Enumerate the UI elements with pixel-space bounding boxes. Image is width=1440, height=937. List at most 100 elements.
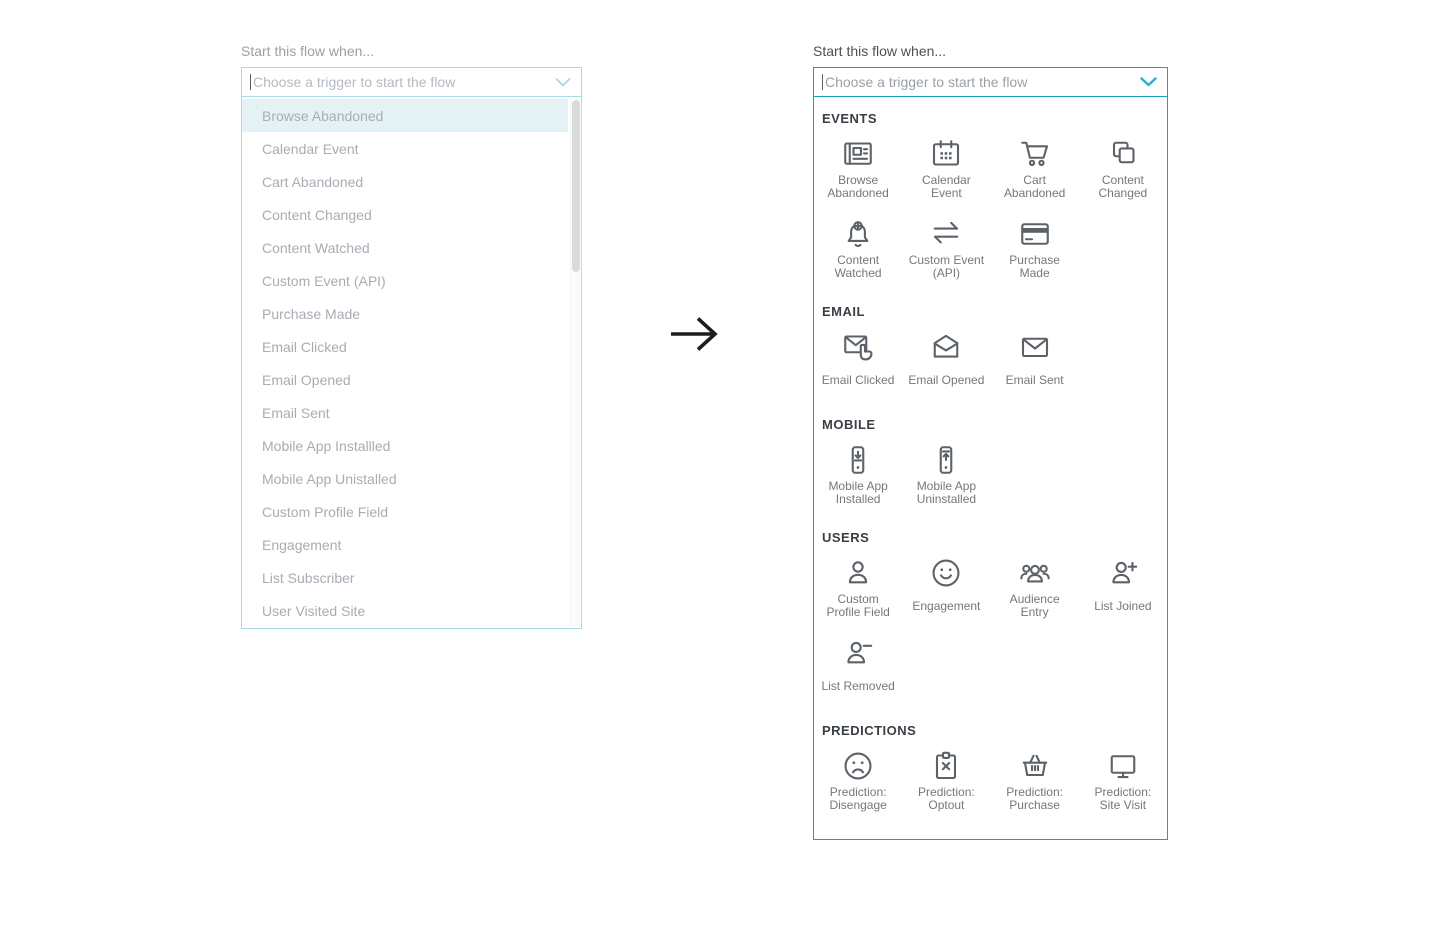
trigger-option[interactable]: Email Sent <box>242 396 568 429</box>
trigger-option[interactable]: Content Changed <box>242 198 568 231</box>
trigger-sections: EVENTS Browse Abandoned Calendar Event C… <box>813 97 1168 840</box>
trigger-option-label: Email Clicked <box>262 338 347 355</box>
trigger-option[interactable]: List Subscriber <box>242 561 568 594</box>
section-grid: Prediction: Disengage Prediction: Optout… <box>814 748 1167 812</box>
trigger-option-card[interactable]: Content Changed <box>1079 136 1167 200</box>
trigger-option-card[interactable]: List Removed <box>814 635 902 699</box>
card-label: List Removed <box>821 678 895 693</box>
trigger-option[interactable]: Engagement <box>242 528 568 561</box>
trigger-option-label: User Visited Site <box>262 602 366 619</box>
card-label: Mobile App Installed <box>828 479 888 506</box>
trigger-option-card[interactable]: Content Watched <box>814 216 902 280</box>
scrollbar[interactable] <box>570 99 580 626</box>
card-label: Email Sent <box>1005 372 1064 387</box>
trigger-section: USERS Custom Profile Field Engagement Au… <box>814 518 1167 699</box>
trigger-option-label: Custom Event (API) <box>262 272 386 289</box>
list-removed-icon <box>840 635 876 671</box>
trigger-option-card[interactable]: Mobile App Uninstalled <box>902 442 990 506</box>
trigger-select-input[interactable]: Choose a trigger to start the flow <box>813 67 1168 97</box>
trigger-option[interactable]: Email Clicked <box>242 330 568 363</box>
trigger-option[interactable]: Custom Event (API) <box>242 264 568 297</box>
card-label: Audience Entry <box>1009 592 1060 619</box>
scrollbar-thumb[interactable] <box>572 100 580 272</box>
trigger-option-card[interactable]: Prediction: Purchase <box>991 748 1079 812</box>
card-label: Purchase Made <box>1009 253 1060 280</box>
trigger-option[interactable]: Mobile App Unistalled <box>242 462 568 495</box>
trigger-option-card[interactable]: Email Clicked <box>814 329 902 393</box>
trigger-option-card[interactable]: Mobile App Installed <box>814 442 902 506</box>
trigger-options-dropdown: Browse Abandoned Calendar Event Cart Aba… <box>241 97 582 629</box>
trigger-option-card[interactable]: Cart Abandoned <box>991 136 1079 200</box>
card-label: Custom Profile Field <box>826 592 890 619</box>
trigger-option[interactable]: Cart Abandoned <box>242 165 568 198</box>
trigger-option-card[interactable]: Custom Profile Field <box>814 555 902 619</box>
trigger-option-label: Content Changed <box>262 206 372 223</box>
card-label: Email Clicked <box>821 372 895 387</box>
trigger-option-label: Engagement <box>262 536 342 553</box>
custom-event-api-icon <box>928 216 964 252</box>
engagement-icon <box>928 555 964 591</box>
trigger-option-label: Calendar Event <box>262 140 359 157</box>
trigger-option[interactable]: User Visited Site <box>242 594 568 627</box>
card-label: Prediction: Disengage <box>829 785 887 812</box>
input-placeholder: Choose a trigger to start the flow <box>253 74 456 90</box>
audience-entry-icon <box>1017 555 1053 591</box>
trigger-option[interactable]: Content Watched <box>242 231 568 264</box>
trigger-section: PREDICTIONS Prediction: Disengage Predic… <box>814 711 1167 812</box>
trigger-option[interactable]: Purchase Made <box>242 297 568 330</box>
trigger-option-card[interactable]: Prediction: Optout <box>902 748 990 812</box>
chevron-down-icon[interactable] <box>1140 77 1157 87</box>
trigger-option-card[interactable]: Browse Abandoned <box>814 136 902 200</box>
trigger-option[interactable]: Browse Abandoned <box>242 99 568 132</box>
prediction-site-visit-icon <box>1105 748 1141 784</box>
trigger-select-input[interactable]: Choose a trigger to start the flow <box>241 67 582 97</box>
trigger-option-card[interactable]: Calendar Event <box>902 136 990 200</box>
trigger-option-card[interactable]: Email Sent <box>991 329 1079 393</box>
trigger-option-card[interactable]: List Joined <box>1079 555 1167 619</box>
card-label: Engagement <box>912 598 981 613</box>
trigger-option-card[interactable]: Custom Event (API) <box>902 216 990 280</box>
trigger-option-label: Content Watched <box>262 239 370 256</box>
flow-trigger-label: Start this flow when... <box>241 43 375 59</box>
cart-abandoned-icon <box>1017 136 1053 172</box>
flow-trigger-label: Start this flow when... <box>813 43 947 59</box>
card-label: Content Watched <box>834 253 882 280</box>
prediction-disengage-icon <box>840 748 876 784</box>
trigger-options-list: Browse Abandoned Calendar Event Cart Aba… <box>242 99 568 627</box>
trigger-option-label: Email Opened <box>262 371 351 388</box>
section-header: EVENTS <box>822 111 878 126</box>
section-grid: Browse Abandoned Calendar Event Cart Aba… <box>814 136 1167 280</box>
browse-abandoned-icon <box>840 136 876 172</box>
trigger-option-card[interactable]: Engagement <box>902 555 990 619</box>
trigger-dropdown-grid-state: Start this flow when... Choose a trigger… <box>813 44 1168 840</box>
text-caret <box>250 74 251 90</box>
trigger-option-label: Browse Abandoned <box>262 107 384 124</box>
card-label: Cart Abandoned <box>1003 173 1066 200</box>
custom-profile-field-icon <box>840 555 876 591</box>
trigger-option-label: Email Sent <box>262 404 330 421</box>
trigger-option-card[interactable]: Email Opened <box>902 329 990 393</box>
trigger-section: EMAIL Email Clicked Email Opened Email S… <box>814 292 1167 393</box>
trigger-dropdown-list-state: Start this flow when... Choose a trigger… <box>241 44 582 629</box>
trigger-option-card[interactable]: Audience Entry <box>991 555 1079 619</box>
section-header: PREDICTIONS <box>822 723 917 738</box>
trigger-option[interactable]: Custom Profile Field <box>242 495 568 528</box>
section-grid: Email Clicked Email Opened Email Sent <box>814 329 1167 393</box>
chevron-down-icon[interactable] <box>555 77 571 87</box>
content-watched-icon <box>840 216 876 252</box>
prediction-purchase-icon <box>1017 748 1053 784</box>
mobile-app-uninstalled-icon <box>928 442 964 478</box>
calendar-event-icon <box>928 136 964 172</box>
card-label: Content Changed <box>1098 173 1148 200</box>
trigger-option-card[interactable]: Prediction: Disengage <box>814 748 902 812</box>
trigger-option-card[interactable]: Purchase Made <box>991 216 1079 280</box>
trigger-option-card[interactable]: Prediction: Site Visit <box>1079 748 1167 812</box>
trigger-option[interactable]: Email Opened <box>242 363 568 396</box>
card-label: Browse Abandoned <box>827 173 889 200</box>
trigger-option[interactable]: Mobile App Installled <box>242 429 568 462</box>
trigger-option-label: Custom Profile Field <box>262 503 389 520</box>
email-opened-icon <box>928 329 964 365</box>
mobile-app-installed-icon <box>840 442 876 478</box>
email-clicked-icon <box>840 329 876 365</box>
trigger-option[interactable]: Calendar Event <box>242 132 568 165</box>
